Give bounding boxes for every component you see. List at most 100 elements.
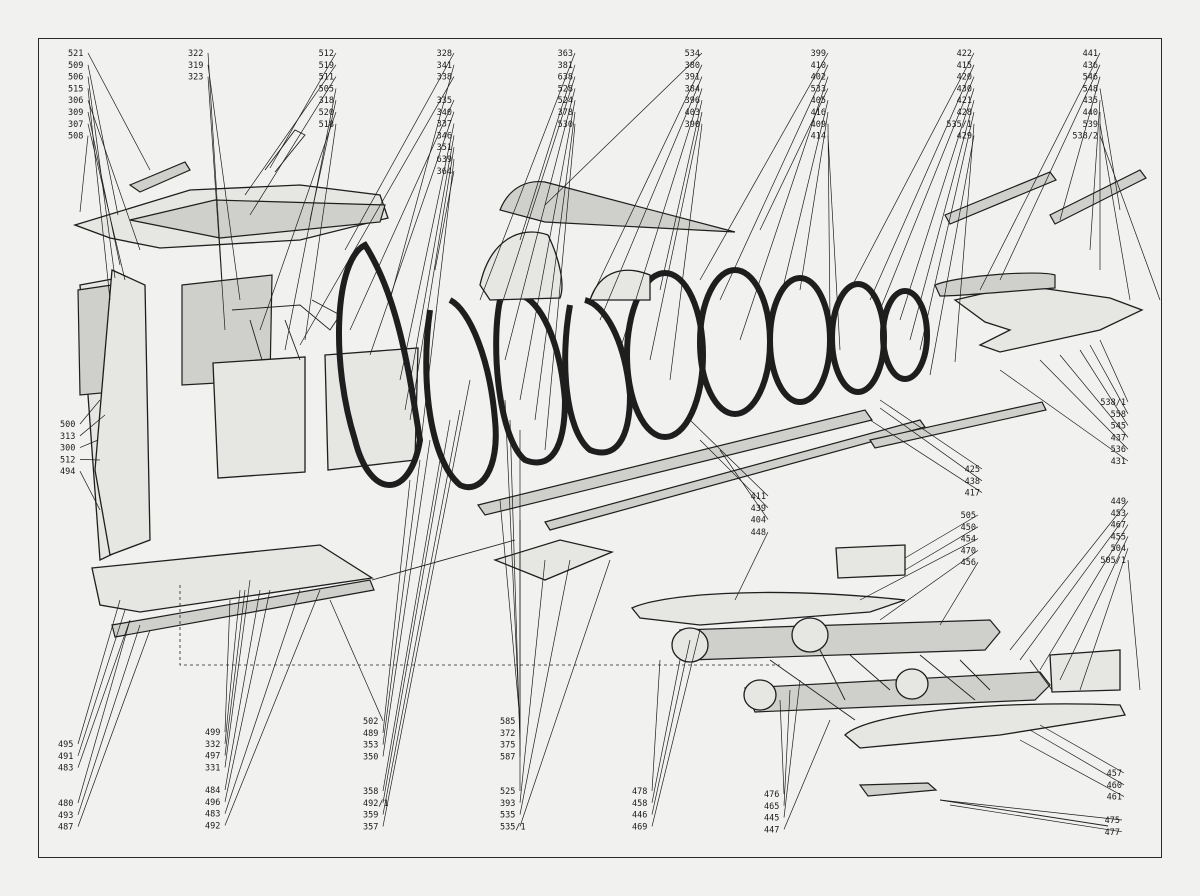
drawing-border: [38, 38, 1162, 858]
part-number-label: 446: [632, 811, 647, 821]
part-number-label: 448: [751, 528, 766, 538]
part-number-label: 483: [205, 810, 220, 820]
part-number-label: 518: [319, 120, 334, 130]
leader-line: [382, 459, 441, 792]
leader-line: [349, 99, 455, 331]
part-number-label: 441: [1083, 49, 1098, 59]
part-number-label: 436: [1083, 61, 1098, 71]
connector-dotted-line: [179, 585, 780, 666]
part-number-label: 454: [961, 535, 976, 545]
part-number-label: 505/1: [1100, 556, 1126, 566]
leader-line: [899, 88, 975, 321]
part-number-label: 494: [60, 467, 75, 477]
frame-ring-6: [697, 267, 773, 417]
leader-line: [759, 88, 829, 231]
part-number-label: 497: [205, 752, 220, 762]
leader-line: [499, 499, 521, 722]
part-number-label: 409: [811, 120, 826, 130]
leader-line: [544, 123, 576, 451]
leader-line: [79, 439, 99, 448]
leader-line: [904, 526, 979, 571]
part-number-label: 505: [961, 511, 976, 521]
part-number-label: 313: [60, 432, 75, 442]
part-number-label: 375: [500, 741, 515, 751]
part-number-label: 534: [685, 49, 700, 59]
leader-line: [299, 76, 455, 346]
leader-line: [1059, 354, 1129, 438]
small-fitting: [939, 799, 1109, 827]
part-number-label: 475: [1105, 816, 1120, 826]
leader-line: [1039, 524, 1129, 671]
part-number-label: 519: [319, 61, 334, 71]
part-number-label: 358: [363, 787, 378, 797]
leader-line: [1039, 724, 1125, 774]
leader-line: [999, 369, 1129, 462]
part-number-label: 539: [1083, 120, 1098, 130]
part-number-label: 439: [751, 504, 766, 514]
part-number-label: 363: [558, 49, 573, 59]
leader-line: [77, 599, 121, 745]
part-number-label: 538/1: [1100, 398, 1126, 408]
stringer-upper-b: [1049, 169, 1147, 225]
part-number-label: 496: [205, 798, 220, 808]
wing-tube-end-b: [791, 617, 829, 653]
leader-line: [344, 52, 455, 251]
part-number-label: 403: [685, 108, 700, 118]
leader-line: [369, 111, 455, 356]
leader-line: [519, 559, 611, 827]
longeron-long-a: [477, 409, 873, 516]
wing-rib-front: [630, 591, 906, 626]
leader-line: [979, 52, 1101, 291]
leader-line: [224, 589, 241, 744]
part-number-label: 500: [60, 420, 75, 430]
part-number-label: 440: [1083, 108, 1098, 118]
part-number-label: 415: [957, 61, 972, 71]
leader-line: [879, 550, 979, 621]
part-number-label: 378: [558, 108, 573, 118]
part-number-label: 525: [500, 787, 515, 797]
leader-line: [504, 399, 521, 733]
leader-line: [404, 135, 455, 411]
leader-line: [739, 76, 829, 341]
part-number-label: 492/1: [363, 799, 389, 809]
part-number-label: 445: [764, 814, 779, 824]
part-number-label: 492: [205, 821, 220, 831]
frame-ring-3: [493, 292, 569, 466]
part-number-label: 639: [437, 155, 452, 165]
part-number-label: 393: [500, 799, 515, 809]
part-number-label: 438: [965, 477, 980, 487]
part-number-label: 533: [811, 84, 826, 94]
leader-line: [434, 170, 455, 271]
part-number-labels: 5215095065153063093075083223193235125195…: [58, 49, 1126, 838]
leader-line: [544, 52, 703, 206]
leader-line: [519, 559, 546, 803]
part-number-label: 455: [1111, 532, 1126, 542]
leader-line: [382, 479, 411, 733]
part-number-label: 384: [685, 84, 700, 94]
part-number-label: 505: [319, 84, 334, 94]
canopy-spine: [129, 199, 386, 239]
cockpit-floor-side: [91, 544, 374, 613]
wing-tube-upper: [679, 619, 1001, 661]
part-number-label: 457: [1107, 769, 1122, 779]
leader-line: [79, 471, 101, 511]
part-number-label: 491: [58, 752, 73, 762]
part-number-label: 528: [558, 84, 573, 94]
leader-line: [1079, 548, 1129, 691]
leader-line: [734, 531, 769, 601]
part-number-label: 331: [205, 763, 220, 773]
tail-fairing: [953, 284, 1144, 353]
part-number-label: 520: [319, 108, 334, 118]
leader-line: [869, 64, 975, 301]
part-number-label: 461: [1107, 793, 1122, 803]
part-number-label: 449: [1111, 497, 1126, 507]
leader-line: [224, 589, 271, 802]
leader-line: [783, 679, 801, 818]
leader-line: [619, 88, 703, 351]
part-number-label: 447: [764, 825, 779, 835]
part-number-label: 504: [1111, 544, 1126, 554]
leader-line: [909, 100, 975, 341]
leader-line: [1099, 339, 1129, 403]
part-number-label: 512: [319, 49, 334, 59]
leader-line: [87, 88, 111, 301]
